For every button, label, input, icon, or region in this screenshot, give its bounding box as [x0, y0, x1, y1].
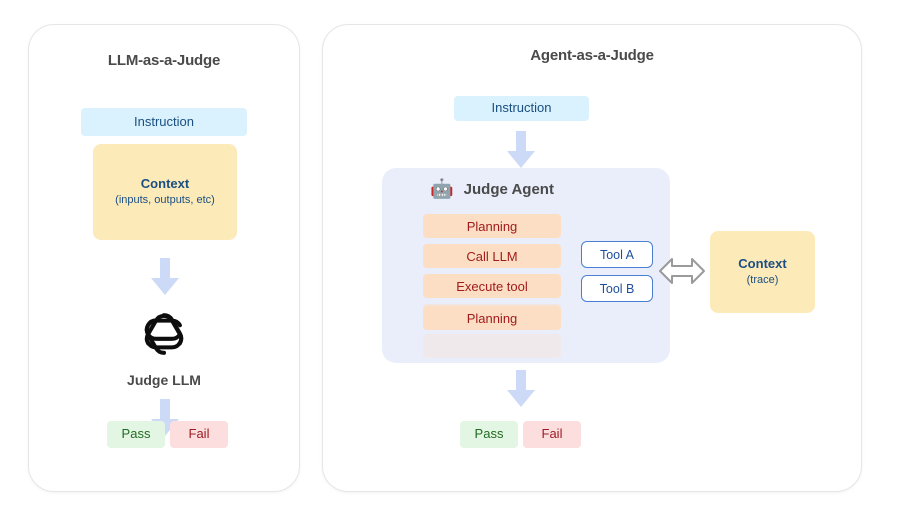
agent-step-label: Planning [466, 310, 518, 326]
judge-agent-label: Judge Agent [463, 181, 554, 198]
tool-a-box[interactable]: Tool A [581, 241, 653, 268]
context-trace-box: Context (trace) [710, 231, 815, 313]
judge-llm-label: Judge LLM [127, 372, 201, 388]
arrow-context-to-judge-icon [150, 258, 180, 296]
right-pass-label: Pass [474, 426, 504, 442]
left-pass-label: Pass [121, 426, 151, 442]
judge-agent-box: 🤖 Judge Agent Planning Call LLM Execute … [382, 168, 670, 363]
robot-icon: 🤖 [430, 179, 454, 200]
agent-steps-list: Planning Call LLM Execute tool Planning [423, 214, 561, 363]
left-fail-badge: Fail [170, 421, 228, 448]
right-pass-badge: Pass [460, 421, 518, 448]
arrow-instruction-to-agent-icon [506, 131, 536, 169]
left-instruction-label: Instruction [134, 113, 194, 129]
judge-agent-header: 🤖 Judge Agent [430, 180, 554, 199]
agent-step-label: Execute tool [456, 278, 528, 294]
right-fail-badge: Fail [523, 421, 581, 448]
left-context-box: Context (inputs, outputs, etc) [93, 144, 237, 240]
agent-step-label: Planning [466, 218, 518, 234]
agent-step-row: Execute tool [423, 274, 561, 298]
left-fail-label: Fail [188, 426, 210, 442]
left-context-sublabel: (inputs, outputs, etc) [115, 194, 215, 207]
right-instruction-label: Instruction [491, 100, 552, 116]
tool-a-label: Tool A [599, 247, 635, 262]
agent-step-row-overlay: Planning [423, 306, 561, 330]
agent-step-label: Call LLM [466, 248, 518, 264]
openai-logo-icon [136, 306, 192, 362]
llm-as-a-judge-panel: LLM-as-a-Judge Instruction Context (inpu… [28, 24, 300, 492]
right-instruction-box: Instruction [454, 96, 589, 121]
agent-step-row-truncated [423, 334, 561, 358]
agent-step-row: Planning [423, 214, 561, 238]
right-panel-title: Agent-as-a-Judge [530, 47, 654, 64]
left-panel-title: LLM-as-a-Judge [107, 52, 221, 69]
context-trace-sublabel: (trace) [746, 274, 779, 287]
right-fail-label: Fail [541, 426, 563, 442]
left-pass-badge: Pass [107, 421, 165, 448]
left-instruction-box: Instruction [81, 108, 247, 136]
arrow-tools-context-bidirectional-icon [658, 253, 706, 289]
agent-step-row: Call LLM [423, 244, 561, 268]
tool-b-label: Tool B [599, 281, 635, 296]
tool-b-box[interactable]: Tool B [581, 275, 653, 302]
context-trace-label: Context [738, 256, 787, 271]
left-context-label: Context [140, 176, 190, 191]
arrow-agent-to-outcome-icon [506, 370, 536, 408]
